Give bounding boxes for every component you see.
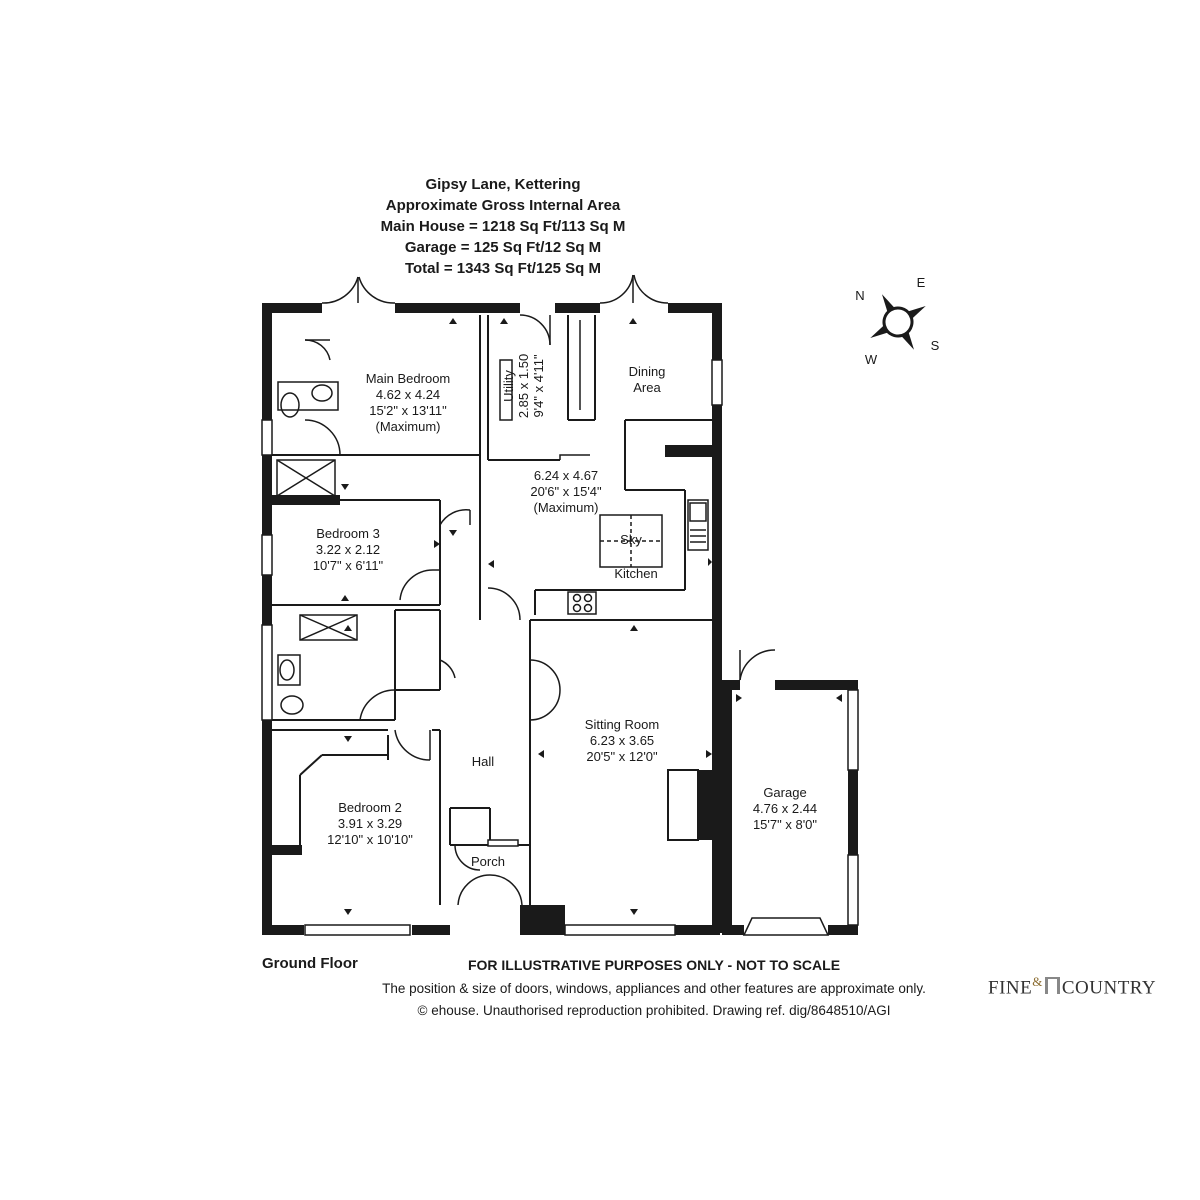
room-bedroom-3: Bedroom 3 3.22 x 2.12 10'7" x 6'11" [313, 526, 384, 573]
room-porch: Porch [471, 854, 505, 869]
compass-e: E [917, 275, 926, 290]
svg-text:Garage: Garage [763, 785, 806, 800]
compass-w: W [865, 352, 878, 367]
svg-text:3.91 x 3.29: 3.91 x 3.29 [338, 816, 402, 831]
room-hall: Hall [472, 754, 495, 769]
interior-walls [270, 315, 712, 905]
svg-text:Bedroom 3: Bedroom 3 [316, 526, 380, 541]
svg-text:6.24 x 4.67: 6.24 x 4.67 [534, 468, 598, 483]
disclaimer-note-2: © ehouse. Unauthorised reproduction proh… [417, 1003, 891, 1018]
svg-text:20'6" x 15'4": 20'6" x 15'4" [530, 484, 602, 499]
height-markers [341, 318, 842, 915]
windows [261, 359, 859, 936]
svg-text:Area: Area [633, 380, 661, 395]
room-main-bedroom: Main Bedroom 4.62 x 4.24 15'2" x 13'11" … [366, 371, 451, 434]
agency-logo: FINE&COUNTRY [988, 974, 1157, 999]
doors [304, 274, 830, 936]
room-sitting-room: Sitting Room 6.23 x 3.65 20'5" x 12'0" [585, 717, 659, 764]
svg-text:Utility: Utility [501, 370, 516, 402]
svg-text:6.23 x 3.65: 6.23 x 3.65 [590, 733, 654, 748]
property-title: Gipsy Lane, Kettering [425, 176, 581, 193]
room-bedroom-2: Bedroom 2 3.91 x 3.29 12'10" x 10'10" [327, 800, 413, 847]
svg-text:10'7" x 6'11": 10'7" x 6'11" [313, 558, 384, 573]
kitchen-label: Kitchen [614, 566, 657, 581]
disclaimer-heading: FOR ILLUSTRATIVE PURPOSES ONLY - NOT TO … [467, 957, 841, 973]
svg-text:9'4" x 4'11": 9'4" x 4'11" [531, 354, 546, 417]
svg-text:12'10" x 10'10": 12'10" x 10'10" [327, 832, 413, 847]
room-utility: Utility 2.85 x 1.50 9'4" x 4'11" [501, 354, 546, 418]
room-dining-area: Dining Area [629, 364, 666, 395]
area-subtitle: Approximate Gross Internal Area [385, 197, 621, 214]
fixtures [276, 320, 709, 715]
svg-text:4.76 x 2.44: 4.76 x 2.44 [753, 801, 817, 816]
svg-text:3.22 x 2.12: 3.22 x 2.12 [316, 542, 380, 557]
svg-text:Sitting Room: Sitting Room [585, 717, 659, 732]
compass-n: N [855, 288, 864, 303]
exterior-walls [262, 303, 858, 935]
room-garage: Garage 4.76 x 2.44 15'7" x 8'0" [753, 785, 818, 832]
svg-text:Main Bedroom: Main Bedroom [366, 371, 451, 386]
skylight-label: Sky [620, 532, 642, 547]
svg-text:(Maximum): (Maximum) [376, 419, 441, 434]
pillar-icon [1044, 977, 1060, 995]
disclaimer-notes: The position & size of doors, windows, a… [300, 978, 1008, 1022]
svg-text:2.85 x 1.50: 2.85 x 1.50 [516, 354, 531, 418]
compass-rose-icon [870, 294, 926, 350]
plan-header: Gipsy Lane, Kettering Approximate Gross … [300, 174, 706, 279]
disclaimer-note-1: The position & size of doors, windows, a… [382, 981, 926, 996]
svg-text:4.62 x 4.24: 4.62 x 4.24 [376, 387, 440, 402]
compass-s: S [931, 338, 940, 353]
main-house-area: Main House = 1218 Sq Ft/113 Sq M [380, 218, 626, 235]
room-kitchen: 6.24 x 4.67 20'6" x 15'4" (Maximum) Sky … [530, 468, 657, 581]
svg-text:(Maximum): (Maximum) [534, 500, 599, 515]
svg-text:15'2" x 13'11": 15'2" x 13'11" [369, 403, 447, 418]
svg-text:Dining: Dining [629, 364, 666, 379]
garage-area: Garage = 125 Sq Ft/12 Sq M [404, 239, 602, 256]
svg-text:15'7" x 8'0": 15'7" x 8'0" [753, 817, 817, 832]
svg-text:Bedroom 2: Bedroom 2 [338, 800, 402, 815]
floor-label: Ground Floor [262, 955, 358, 972]
total-area: Total = 1343 Sq Ft/125 Sq M [404, 260, 602, 277]
svg-text:20'5" x 12'0": 20'5" x 12'0" [586, 749, 658, 764]
